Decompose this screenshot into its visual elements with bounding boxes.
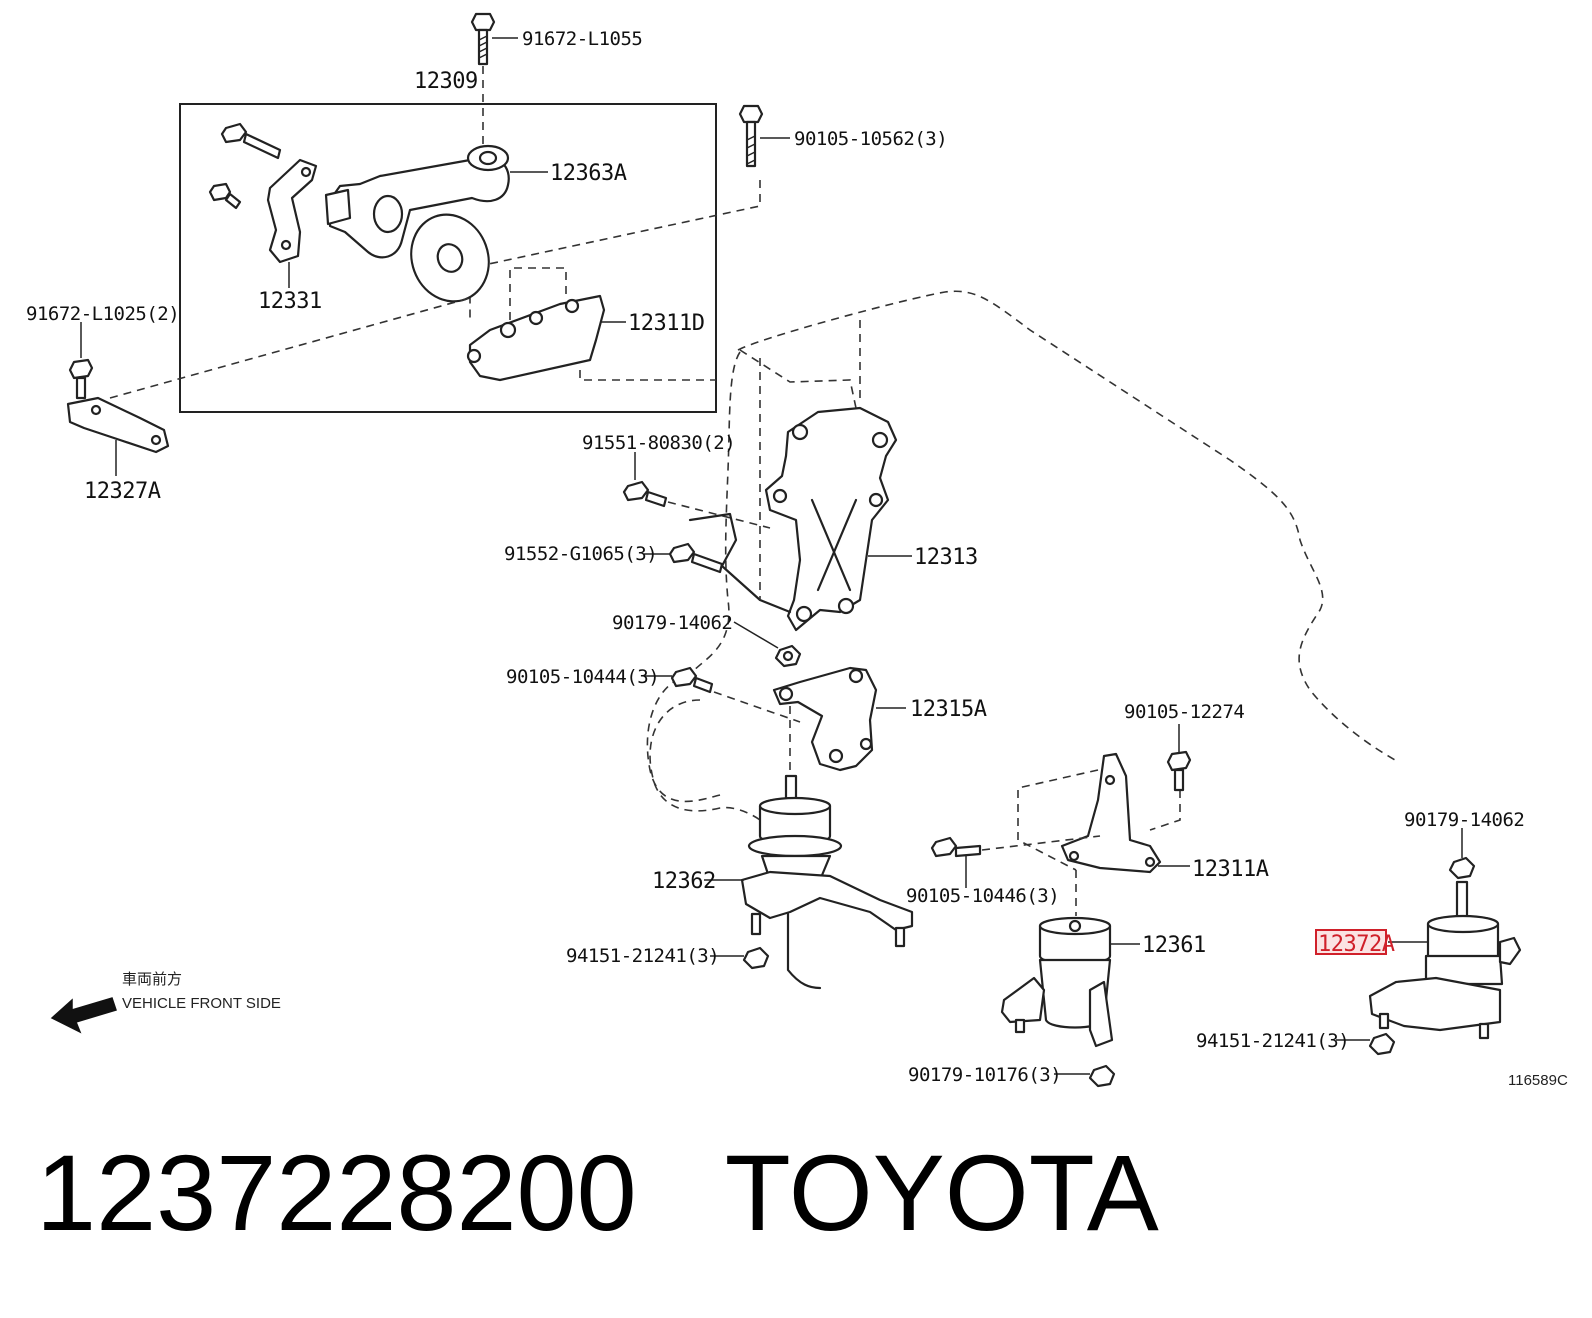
transmission-outline xyxy=(649,699,761,821)
part-footer: 1237228200 TOYOTA xyxy=(36,1128,1556,1258)
label-91552-G1065: 91552-G1065(3) xyxy=(504,543,657,565)
label-12309: 12309 xyxy=(414,69,478,94)
label-91672-L1055: 91672-L1055 xyxy=(522,28,642,50)
bracket-12311A xyxy=(1060,752,1162,874)
label-90179-14062: 90179-14062 xyxy=(612,612,732,634)
brand-name: TOYOTA xyxy=(724,1132,1159,1253)
bracket-12311D xyxy=(466,294,606,382)
bolt-icon xyxy=(68,358,94,400)
bracket-12313 xyxy=(764,406,898,632)
label-90105-12274: 90105-12274 xyxy=(1124,701,1244,723)
bolt-icon xyxy=(208,182,242,210)
arrow-left-icon xyxy=(50,997,117,1034)
washer-icon xyxy=(410,213,490,303)
stay-12327A xyxy=(66,396,170,454)
label-12311D: 12311D xyxy=(628,311,704,336)
label-12311A: 12311A xyxy=(1192,857,1269,882)
direction-label-jp: 車両前方 xyxy=(122,971,182,988)
label-91672-L1025: 91672-L1025(2) xyxy=(26,303,179,325)
mount-plate-outline xyxy=(688,512,792,614)
assembly-box-12309 xyxy=(179,103,717,413)
bolt-icon xyxy=(738,104,764,168)
parts-diagram: 91672-L1055 12309 90105-10562(3) 12363A … xyxy=(26,12,1568,1089)
engine-mount-12362 xyxy=(740,774,914,948)
label-12313: 12313 xyxy=(914,545,978,570)
nut-icon xyxy=(742,946,770,970)
label-90179-10176: 90179-10176(3) xyxy=(908,1064,1061,1086)
label-90179-14062-right: 90179-14062 xyxy=(1404,809,1524,831)
bolt-icon xyxy=(220,122,282,160)
figure-code: 116589C xyxy=(1508,1072,1568,1089)
label-90105-10444: 90105-10444(3) xyxy=(506,666,659,688)
bolt-icon xyxy=(930,836,982,858)
engine-outline-left xyxy=(646,351,741,803)
bolt-icon xyxy=(668,542,724,574)
bracket-12315A xyxy=(772,666,878,772)
footer-spacer xyxy=(637,1132,725,1253)
label-12327A: 12327A xyxy=(84,479,161,504)
label-90105-10446: 90105-10446(3) xyxy=(906,885,1059,907)
highlight-box xyxy=(1315,929,1387,955)
nut-icon xyxy=(1448,856,1476,880)
direction-label-en: VEHICLE FRONT SIDE xyxy=(122,995,281,1012)
label-94151-21241-right: 94151-21241(3) xyxy=(1196,1030,1349,1052)
label-94151-21241: 94151-21241(3) xyxy=(566,945,719,967)
label-12363A: 12363A xyxy=(550,161,627,186)
label-90105-10562: 90105-10562(3) xyxy=(794,128,947,150)
label-12372A: 12372A xyxy=(1318,932,1395,957)
torque-rod-12363A xyxy=(324,144,510,259)
bolt-icon xyxy=(622,480,668,508)
nut-icon xyxy=(774,644,802,668)
part-number: 1237228200 xyxy=(36,1132,637,1253)
nut-icon xyxy=(1368,1032,1396,1056)
label-12362: 12362 xyxy=(652,869,716,894)
engine-outline xyxy=(737,290,1396,761)
label-91551-80830: 91551-80830(2) xyxy=(582,432,735,454)
engine-mount-12361 xyxy=(1000,916,1114,1048)
bolt-icon xyxy=(670,666,714,694)
label-12361: 12361 xyxy=(1142,933,1206,958)
bolt-icon xyxy=(1166,750,1192,792)
label-12315A: 12315A xyxy=(910,697,987,722)
bracket-12331 xyxy=(266,158,318,264)
engine-mount-12372A xyxy=(1368,880,1522,1040)
label-12331: 12331 xyxy=(258,289,322,314)
nut-icon xyxy=(1088,1064,1116,1088)
bolt-icon xyxy=(470,12,496,66)
